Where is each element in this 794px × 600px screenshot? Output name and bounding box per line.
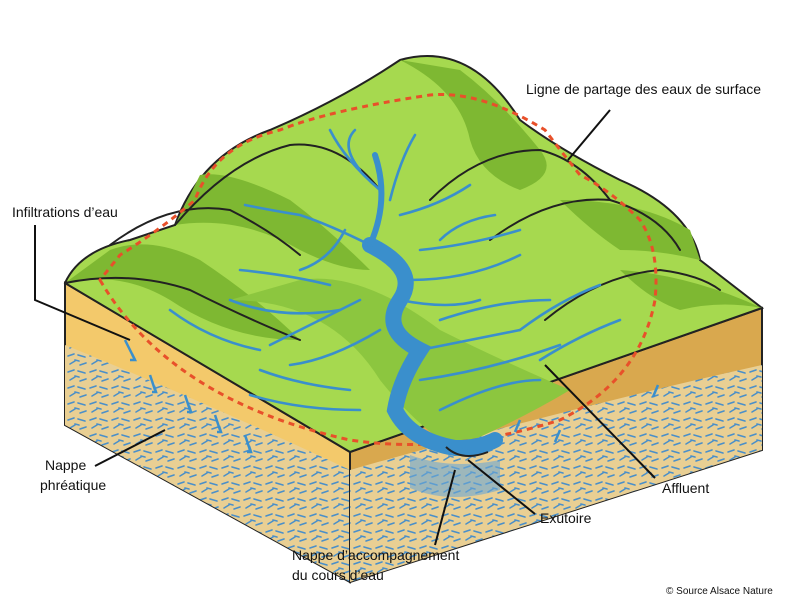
river-outlet xyxy=(445,446,489,457)
leader-outlet xyxy=(467,459,536,515)
alluvial-aquifer xyxy=(410,455,500,498)
hill-shadow-right xyxy=(560,200,700,260)
label-infiltration: Infiltrations d’eau xyxy=(12,204,118,220)
leader-water-table xyxy=(94,429,166,467)
left-aquifer-layer xyxy=(65,345,350,582)
main-river xyxy=(362,237,503,457)
label-alluvial-line1: Nappe d’accompagnement xyxy=(292,547,459,563)
label-alluvial-line2: du cours d’eau xyxy=(292,567,384,583)
infiltration-arrows xyxy=(123,339,660,454)
valley-floor xyxy=(230,278,570,448)
hill-shadow-left xyxy=(65,244,300,340)
hill-shadow-center-left xyxy=(175,174,370,270)
leader-infiltration xyxy=(34,225,131,341)
credit-text: © Source Alsace Nature xyxy=(666,586,773,597)
label-watershed-line: Ligne de partage des eaux de surface xyxy=(526,81,761,97)
label-water-table-line1: Nappe xyxy=(45,457,86,473)
river-network xyxy=(168,128,622,457)
label-tributary: Affluent xyxy=(662,480,709,496)
terrain-surface xyxy=(63,55,765,454)
label-outlet: Exutoire xyxy=(540,510,592,526)
upper-river xyxy=(367,152,385,248)
watershed-divide-line xyxy=(98,92,658,446)
label-water-table-line2: phréatique xyxy=(40,477,106,493)
leader-tributary xyxy=(544,364,656,479)
leader-watershed xyxy=(567,109,611,161)
hill-shadow-center-right xyxy=(400,60,547,190)
leader-alluvial xyxy=(434,469,456,546)
leader-lines xyxy=(34,109,656,546)
right-aquifer-layer xyxy=(350,365,762,582)
tributaries xyxy=(168,128,622,412)
